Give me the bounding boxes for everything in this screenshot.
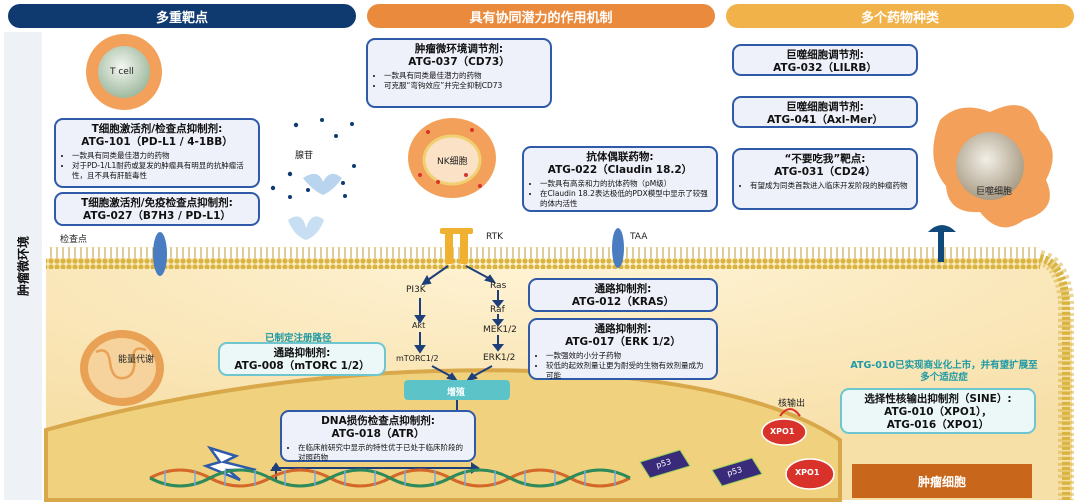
atg012-name: ATG-012（KRAS） xyxy=(571,296,675,308)
atg031-box: “不要吃我”靶点: ATG-031（CD24） 有望成为同类首款进入临床开发阶段… xyxy=(732,148,918,210)
atg027-box: T细胞激活剂/免疫检查点抑制剂: ATG-027（B7H3 / PD-L1） xyxy=(54,192,260,226)
atg031-name: ATG-031（CD24） xyxy=(774,166,876,178)
pi3k-label: PI3K xyxy=(406,285,426,295)
atg041-title: 巨噬细胞调节剂: xyxy=(786,101,864,113)
atg017-bullet-1: 一款强效的小分子药物 xyxy=(546,351,710,361)
atg010-title: 选择性核输出抑制剂（SINE）: xyxy=(864,393,1012,405)
atg101-name: ATG-101（PD-L1 / 4-1BB） xyxy=(81,136,233,148)
atg037-name: ATG-037（CD73） xyxy=(408,56,510,68)
atg017-name: ATG-017（ERK 1/2） xyxy=(565,336,681,348)
atg018-name: ATG-018（ATR） xyxy=(331,428,425,440)
atg016-name: ATG-016（XPO1） xyxy=(886,419,990,431)
atg018-bullet-1: 在临床前研究中显示的特性优于已处于临床阶段的对照药物 xyxy=(298,443,468,463)
dna-helix xyxy=(149,468,631,488)
atg018-box: DNA损伤检查点抑制剂: ATG-018（ATR） 在临床前研究中显示的特性优于… xyxy=(280,410,476,462)
proliferation-label: 增殖 xyxy=(447,388,466,398)
atg037-bullet-1: 一款具有同类最佳潜力的药物 xyxy=(384,71,544,81)
tcell-label: T cell xyxy=(110,67,134,77)
header-targets: 多重靶点 xyxy=(8,4,356,28)
rtk-label: RTK xyxy=(486,232,503,242)
header-mechanism: 具有协同潜力的作用机制 xyxy=(367,4,715,28)
atg010-name: ATG-010（XPO1）， xyxy=(884,406,992,418)
atg032-box: 巨噬细胞调节剂: ATG-032（LILRB） xyxy=(732,44,918,76)
macrophage-nucleus xyxy=(956,132,1024,200)
checkpoint-receptor xyxy=(153,232,167,276)
nuclear-export-label: 核输出 xyxy=(778,399,806,409)
atg101-title: T细胞激活剂/检查点抑制剂: xyxy=(91,123,223,135)
atg032-title: 巨噬细胞调节剂: xyxy=(786,49,864,61)
atg031-bullet-1: 有望成为同类首款进入临床开发阶段的肿瘤药物 xyxy=(750,181,910,191)
erk-label: ERK1/2 xyxy=(483,353,516,363)
atg037-box: 肿瘤微环境调节剂: ATG-037（CD73） 一款具有同类最佳潜力的药物 可克… xyxy=(366,38,552,108)
atg010-note: ATG-010已实现商业化上市，并有望扩展至多个适应症 xyxy=(850,360,1038,383)
taa-antigen xyxy=(612,228,624,268)
atg027-title: T细胞激活剂/免疫检查点抑制剂: xyxy=(81,197,233,209)
atg008-name: ATG-008（mTORC 1/2） xyxy=(234,360,370,372)
atg022-bullet-1: 一款具有高亲和力的抗体药物（pM级） xyxy=(540,179,710,189)
tumor-cell-label-box: 肿瘤细胞 xyxy=(852,464,1032,498)
xpo1-label-2: XPO1 xyxy=(795,468,820,477)
atg017-title: 通路抑制剂: xyxy=(594,323,652,335)
macrophage-receptor xyxy=(928,225,956,262)
atg022-name: ATG-022（Claudin 18.2） xyxy=(547,164,693,176)
atg022-title: 抗体偶联药物: xyxy=(586,151,654,163)
xpo1-complex-2 xyxy=(785,458,835,490)
nk-cell-inner xyxy=(422,134,482,186)
ras-label: Ras xyxy=(490,281,507,291)
atg012-title: 通路抑制剂: xyxy=(594,283,652,295)
atg012-box: 通路抑制剂: ATG-012（KRAS） xyxy=(528,278,718,312)
atg022-box: 抗体偶联药物: ATG-022（Claudin 18.2） 一款具有高亲和力的抗… xyxy=(522,146,718,212)
nk-cell-label: NK细胞 xyxy=(437,157,468,167)
xpo1-complex-1 xyxy=(761,418,807,446)
mek-label: MEK1/2 xyxy=(483,325,517,335)
atg101-bullet-1: 一款具有同类最佳潜力的药物 xyxy=(72,151,252,161)
raf-label: Raf xyxy=(490,305,505,315)
cd73-enzyme-2 xyxy=(288,216,324,240)
atg037-title: 肿瘤微环境调节剂: xyxy=(414,43,504,55)
atg027-name: ATG-027（B7H3 / PD-L1） xyxy=(83,210,231,222)
sidebar-tumor-microenvironment: 肿瘤微环境 xyxy=(4,32,42,500)
atg017-box: 通路抑制剂: ATG-017（ERK 1/2） 一款强效的小分子药物 较低的起效… xyxy=(528,318,718,380)
cd73-enzyme xyxy=(303,173,342,195)
tcell-inner xyxy=(98,46,150,98)
akt-label: Akt xyxy=(412,321,426,330)
atg008-title: 通路抑制剂: xyxy=(273,347,331,359)
xpo1-label-1: XPO1 xyxy=(770,427,795,436)
header-drug-types: 多个药物种类 xyxy=(726,4,1074,28)
p53-tag-2 xyxy=(711,457,763,487)
atg017-bullet-2: 较低的起效剂量让更为耐受的生物有效剂量成为可能 xyxy=(546,361,710,381)
proliferation-pill xyxy=(404,380,510,400)
energy-label: 能量代谢 xyxy=(118,355,155,365)
adenosine-dots xyxy=(270,118,356,199)
atg101-box: T细胞激活剂/检查点抑制剂: ATG-101（PD-L1 / 4-1BB） 一款… xyxy=(54,118,260,188)
registration-label: 已制定注册路径 xyxy=(265,333,332,344)
atg008-box: 通路抑制剂: ATG-008（mTORC 1/2） xyxy=(218,342,386,376)
atg041-box: 巨噬细胞调节剂: ATG-041（Axl-Mer） xyxy=(732,96,918,128)
atg018-title: DNA损伤检查点抑制剂: xyxy=(321,415,435,427)
atg101-bullet-2: 对于PD-1/L1耐药或复发的肿瘤具有明显的抗肿瘤活性，且不具有肝脏毒性 xyxy=(72,161,252,181)
rtk-receptor xyxy=(440,228,473,264)
atg041-name: ATG-041（Axl-Mer） xyxy=(767,114,883,126)
tumor-cell-label: 肿瘤细胞 xyxy=(917,474,966,489)
mtorc-label: mTORC1/2 xyxy=(396,354,439,363)
atg031-title: “不要吃我”靶点: xyxy=(784,153,866,165)
macrophage-label: 巨噬细胞 xyxy=(976,187,1013,197)
atg037-bullet-2: 可克服“弯钩效应”并完全抑制CD73 xyxy=(384,81,544,91)
mitochondrion xyxy=(80,330,164,406)
cell-membrane xyxy=(46,247,1040,269)
atg010-box: 选择性核输出抑制剂（SINE）: ATG-010（XPO1）， ATG-016（… xyxy=(840,388,1036,434)
taa-label: TAA xyxy=(630,232,648,242)
atg022-bullet-2: 在Claudin 18.2表达极低的PDX模型中显示了较强的体内活性 xyxy=(540,189,710,209)
checkpoint-label: 检查点 xyxy=(60,235,88,245)
atg032-name: ATG-032（LILRB） xyxy=(773,62,877,74)
adenosine-label: 腺苷 xyxy=(295,151,314,161)
p53-tag-1 xyxy=(639,449,691,479)
